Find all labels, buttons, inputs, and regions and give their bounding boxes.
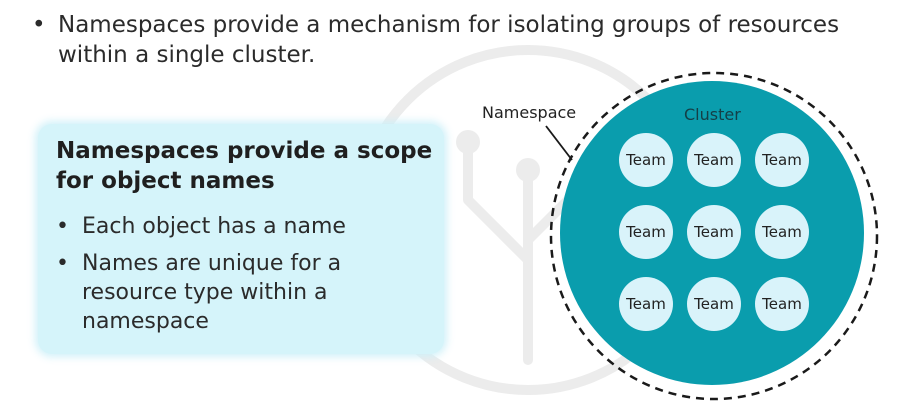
team-node: Team	[687, 277, 741, 331]
team-label: Team	[693, 151, 734, 169]
intro-text: Namespaces provide a mechanism for isola…	[58, 12, 840, 68]
list-item: • Each object has a name	[56, 212, 436, 241]
team-label: Team	[693, 295, 734, 313]
cluster-label: Cluster	[684, 105, 741, 124]
bullet-marker: •	[56, 214, 69, 239]
team-circle	[687, 205, 741, 259]
team-node: Team	[619, 133, 673, 187]
team-circle	[619, 277, 673, 331]
team-circle	[755, 133, 809, 187]
team-node: Team	[687, 205, 741, 259]
namespace-pointer-line	[545, 125, 573, 161]
bullet-marker: •	[56, 251, 69, 276]
team-grid: Team Team Team Team Team Team Team Team	[619, 133, 809, 331]
namespace-boundary	[549, 71, 879, 401]
list-item-text: Each object has a name	[82, 214, 346, 239]
team-node: Team	[687, 133, 741, 187]
team-label: Team	[761, 223, 802, 241]
team-circle	[619, 133, 673, 187]
list-item-text: Names are unique for a resource type wit…	[82, 251, 342, 334]
team-label: Team	[761, 295, 802, 313]
namespace-label: Namespace	[482, 103, 576, 122]
scope-callout-title: Namespaces provide a scope for object na…	[56, 138, 433, 194]
team-node: Team	[755, 133, 809, 187]
team-circle	[687, 133, 741, 187]
team-node: Team	[755, 277, 809, 331]
team-label: Team	[761, 151, 802, 169]
team-node: Team	[619, 277, 673, 331]
team-label: Team	[625, 223, 666, 241]
team-circle	[619, 205, 673, 259]
team-circle	[755, 277, 809, 331]
team-circle	[687, 277, 741, 331]
team-label: Team	[625, 151, 666, 169]
team-label: Team	[693, 223, 734, 241]
team-circle	[755, 205, 809, 259]
team-node: Team	[755, 205, 809, 259]
team-label: Team	[625, 295, 666, 313]
team-node: Team	[619, 205, 673, 259]
scope-callout-box: Namespaces provide a scope for object na…	[38, 124, 444, 354]
scope-bullet-list: • Each object has a name • Names are uni…	[56, 212, 436, 344]
bullet-marker: •	[32, 12, 46, 38]
intro-bullet: • Namespaces provide a mechanism for iso…	[32, 10, 892, 70]
list-item: • Names are unique for a resource type w…	[56, 249, 436, 336]
